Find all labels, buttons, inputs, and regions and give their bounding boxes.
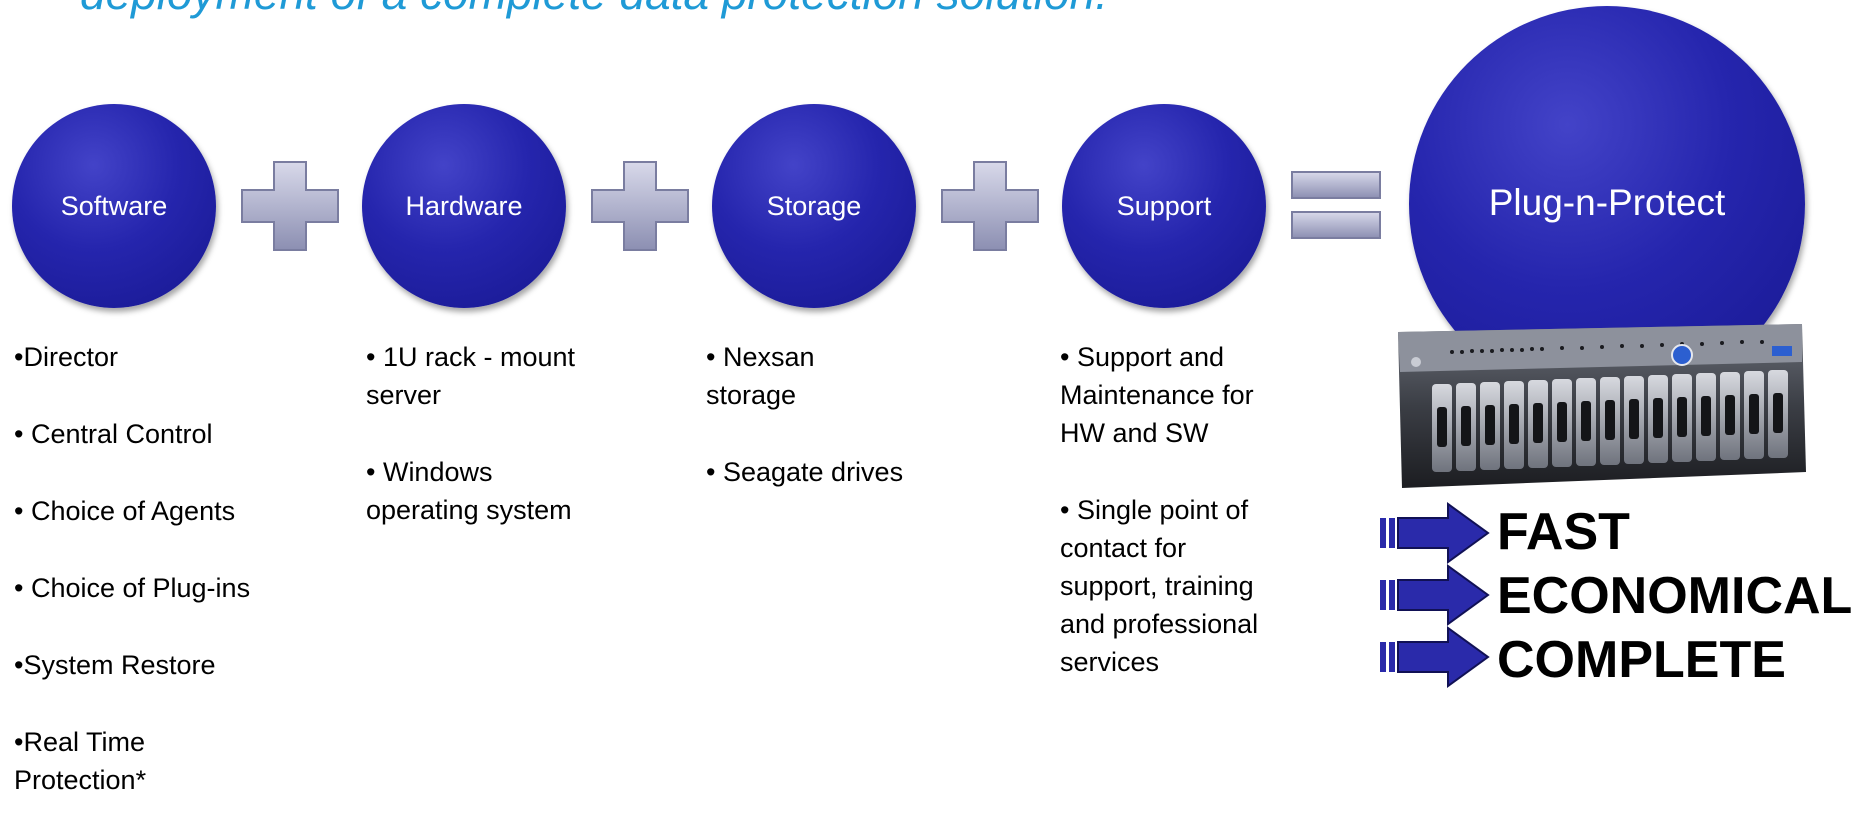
storage-label: Storage [766,190,862,221]
plus-icon [241,161,339,251]
outcome-fast: FAST [1497,503,1630,561]
hardware-items: • 1U rack - mount server • Windows opera… [366,338,581,568]
equals-icon [1291,171,1381,239]
hardware-label: Hardware [405,190,523,221]
list-item: • Single point of contact for support, t… [1060,495,1259,677]
list-item: • Support and Maintenance for HW and SW [1060,342,1254,448]
list-item: •System Restore [14,650,216,680]
arrow-right-icon [1380,564,1490,626]
support-circle: Support [1062,104,1266,308]
list-item: • Nexsan storage [706,342,815,410]
outcome-complete: COMPLETE [1497,631,1786,689]
plus-icon [941,161,1039,251]
hardware-circle: Hardware [362,104,566,308]
support-items: • Support and Maintenance for HW and SW … [1060,338,1260,720]
software-circle: Software [12,104,216,308]
plus-icon [591,161,689,251]
support-label: Support [1116,190,1212,221]
list-item: •Real Time Protection* [14,727,147,795]
list-item: • Choice of Agents [14,496,236,526]
list-item: • Seagate drives [706,457,904,487]
software-label: Software [60,190,168,221]
list-item: • Windows operating system [366,457,572,525]
outcomes-list: FAST ECONOMICAL COMPLETE [1497,500,1852,692]
list-item: • Central Control [14,419,213,449]
arrow-right-icon [1380,502,1490,564]
plug-n-protect-label: Plug-n-Protect [1488,182,1726,223]
outcome-economical: ECONOMICAL [1497,567,1853,625]
list-item: • 1U rack - mount server [366,342,576,410]
storage-items: • Nexsan storage • Seagate drives [706,338,956,530]
arrow-right-icon [1380,626,1490,688]
slide-title: deployment of a complete data protection… [80,0,1108,20]
rack-server-image [1398,324,1806,488]
list-item: • Choice of Plug-ins [14,573,251,603]
software-items: •Director • Central Control • Choice of … [14,338,314,838]
list-item: •Director [14,342,118,372]
storage-circle: Storage [712,104,916,308]
